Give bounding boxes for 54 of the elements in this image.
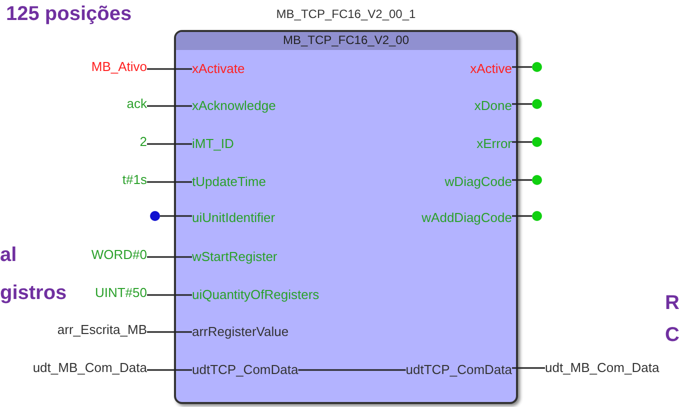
connector-line (147, 68, 192, 70)
pin-name: xDone (474, 98, 512, 114)
connector-line (147, 294, 192, 296)
connection-dot (150, 211, 160, 221)
pin-name: udtTCP_ComData (192, 362, 298, 378)
connector-line (512, 66, 532, 68)
block-type-title: MB_TCP_FC16_V2_00 (282, 32, 410, 48)
pin-name: udtTCP_ComData (406, 362, 512, 378)
variable-name: ack (126, 96, 147, 112)
connector-line (147, 105, 192, 107)
pin-name: wStartRegister (192, 249, 278, 265)
pin-name: xError (476, 136, 512, 152)
variable-name: udt_MB_Com_Data (32, 360, 147, 376)
instance-name: MB_TCP_FC16_V2_00_1 (275, 6, 417, 22)
pin-name: xAcknowledge (192, 98, 276, 114)
variable-name: UINT#50 (94, 285, 147, 301)
function-block (174, 30, 518, 404)
pin-name: tUpdateTime (192, 174, 266, 190)
connection-dot (532, 137, 542, 147)
slide-text: C (665, 323, 679, 347)
connection-dot (532, 62, 542, 72)
connector-line (147, 143, 192, 145)
connector-line (512, 103, 532, 105)
variable-name: MB_Ativo (91, 59, 147, 75)
slide-text: R (665, 291, 679, 315)
connection-dot (532, 99, 542, 109)
pin-name: iMT_ID (192, 136, 234, 152)
connector-line (147, 256, 192, 258)
connector-line (147, 331, 192, 333)
pin-name: xActive (470, 61, 512, 77)
slide-text: al (0, 243, 17, 267)
pin-name: arrRegisterValue (192, 324, 289, 340)
connector-line (147, 181, 192, 183)
pin-name: wDiagCode (444, 174, 512, 190)
pin-name: uiUnitIdentifier (192, 210, 276, 226)
connector-line (147, 369, 192, 371)
connector-line (298, 369, 406, 371)
slide-text: 125 posições (6, 2, 132, 26)
variable-name: arr_Escrita_MB (57, 322, 147, 338)
connector-line (512, 141, 532, 143)
pin-name: wAddDiagCode (422, 210, 512, 226)
connection-dot (532, 211, 542, 221)
connector-line (160, 215, 192, 217)
variable-name: udt_MB_Com_Data (545, 360, 660, 376)
variable-name: t#1s (122, 172, 147, 188)
slide-text: gistros (0, 281, 67, 305)
pin-name: xActivate (192, 61, 245, 77)
pin-name: uiQuantityOfRegisters (192, 287, 320, 303)
connector-line (512, 215, 532, 217)
variable-name: 2 (140, 134, 147, 150)
connection-dot (532, 175, 542, 185)
variable-name: WORD#0 (91, 247, 147, 263)
connector-line (512, 367, 545, 369)
connector-line (512, 179, 532, 181)
